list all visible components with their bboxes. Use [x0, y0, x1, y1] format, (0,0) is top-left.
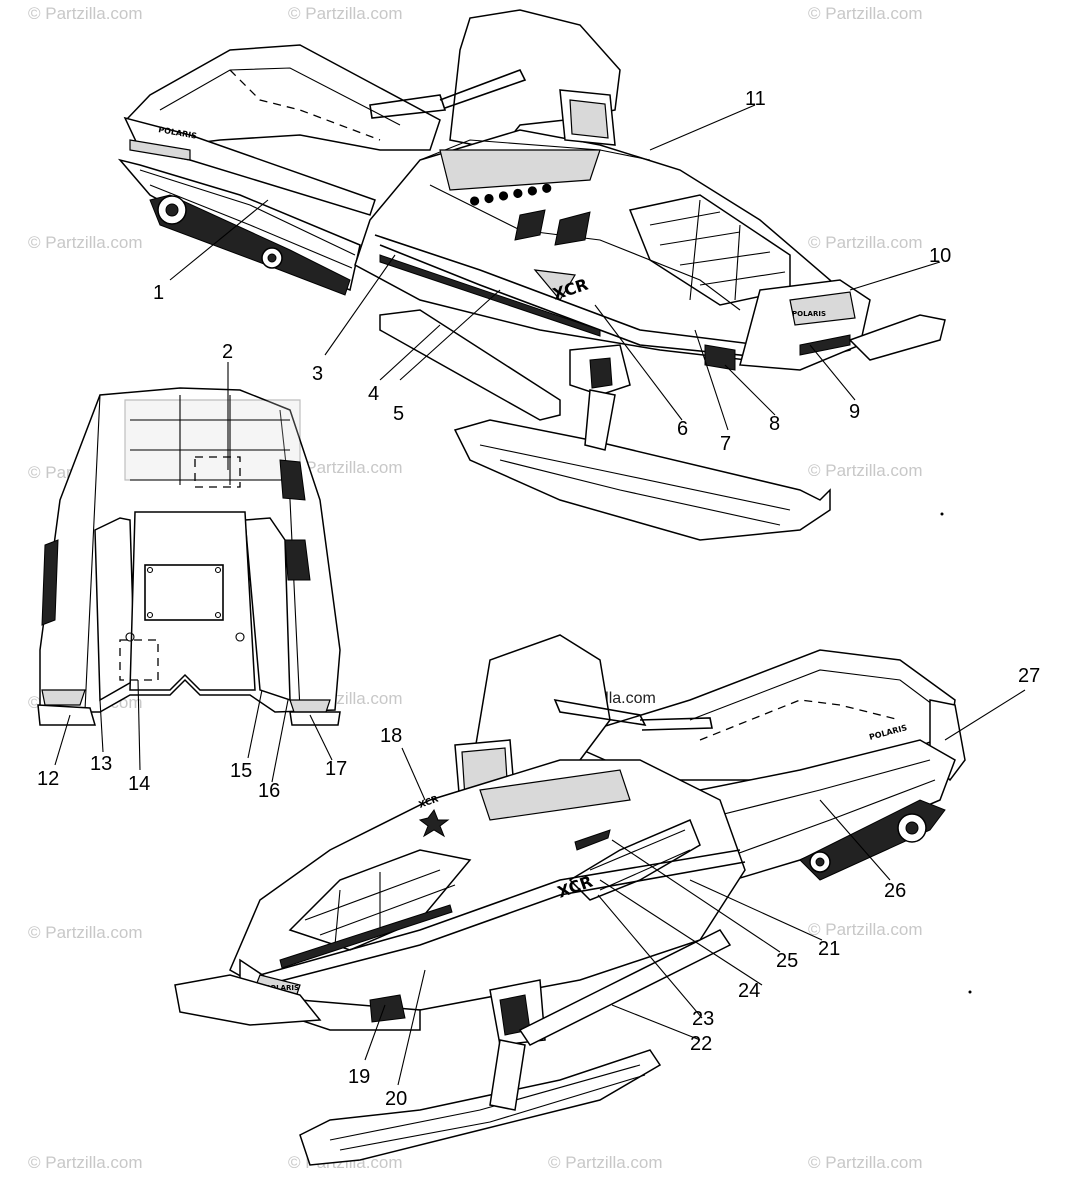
callout-24: 24	[738, 980, 760, 1002]
top-snowmobile: POLARIS	[117, 9, 946, 541]
callout-17: 17	[325, 758, 347, 780]
watermark: © Partzilla.com	[808, 1153, 923, 1172]
callout-22: 22	[690, 1033, 712, 1055]
watermark: © Partzilla.com	[288, 4, 403, 23]
callout-19: 19	[348, 1066, 370, 1088]
callout-7: 7	[720, 433, 731, 455]
callout-18: 18	[380, 725, 402, 747]
callout-labels: 1 2 3 4 5 6 7 8 9 10 11 12 13 14 15 16 1…	[37, 88, 1040, 1110]
callout-26: 26	[884, 880, 906, 902]
callout-6: 6	[677, 418, 688, 440]
callout-9: 9	[849, 401, 860, 423]
callout-1: 1	[153, 282, 164, 304]
callout-11: 11	[745, 88, 766, 110]
brand-decal: POLARIS	[792, 310, 826, 318]
watermark: © Partzilla.com	[28, 1153, 143, 1172]
callout-20: 20	[385, 1088, 407, 1110]
bottom-snowmobile: POLARIS	[174, 634, 966, 1166]
watermark: © Partzilla.com	[288, 458, 403, 477]
callout-25: 25	[776, 950, 798, 972]
callout-3: 3	[312, 363, 323, 385]
watermark: © Partzilla.com	[28, 233, 143, 252]
watermark: © Partzilla.com	[28, 4, 143, 23]
callout-13: 13	[90, 753, 112, 775]
watermark: © Partzilla.com	[808, 920, 923, 939]
callout-10: 10	[929, 245, 951, 267]
callout-21: 21	[818, 938, 840, 960]
callout-14: 14	[128, 773, 150, 795]
callout-5: 5	[393, 403, 404, 425]
callout-2: 2	[222, 341, 233, 363]
watermark: © Partzilla.com	[548, 1153, 663, 1172]
hood-top-view	[37, 387, 341, 726]
watermark: © Partzilla.com	[28, 923, 143, 942]
watermark: © Partzilla.com	[808, 461, 923, 480]
callout-8: 8	[769, 413, 780, 435]
callout-12: 12	[37, 768, 59, 790]
watermark: © Partzilla.com	[808, 4, 923, 23]
callout-23: 23	[692, 1008, 714, 1030]
leader-lines	[54, 104, 1026, 1086]
brand-decal: POLARIS	[265, 984, 299, 992]
callout-16: 16	[258, 780, 280, 802]
callout-15: 15	[230, 760, 252, 782]
callout-4: 4	[368, 383, 379, 405]
callout-27: 27	[1018, 665, 1040, 687]
watermark: © Partzilla.com	[808, 233, 923, 252]
